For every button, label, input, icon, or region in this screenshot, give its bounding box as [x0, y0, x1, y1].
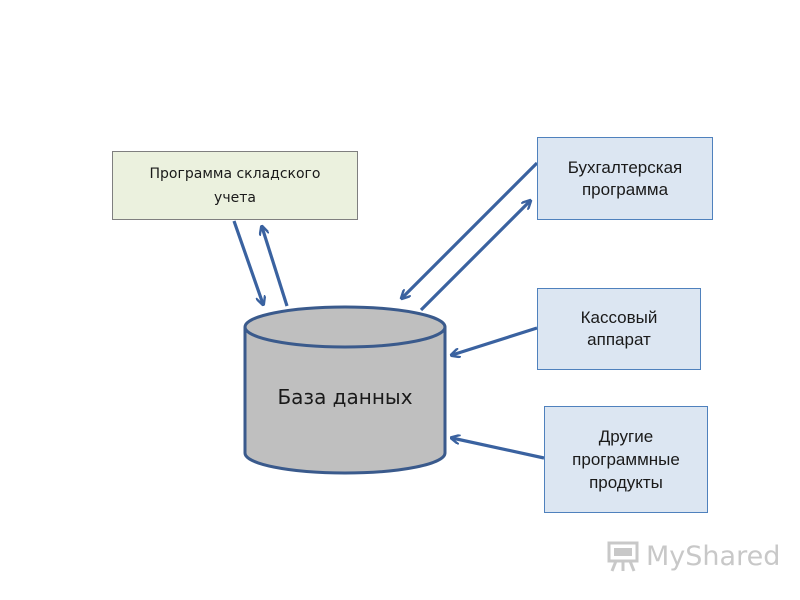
node-warehouse-program: Программа складского учета	[112, 151, 358, 220]
arrow-accounting-to-database	[402, 161, 539, 298]
database-cylinder	[243, 305, 447, 475]
node-accounting-program: Бухгалтерская программа	[537, 137, 713, 220]
node-cashier-label: Кассовый аппарат	[580, 308, 658, 349]
node-other-label: Другие программные продукты	[572, 427, 680, 492]
arrow-database-to-warehouse	[262, 227, 289, 307]
node-accounting-label: Бухгалтерская программа	[567, 157, 683, 199]
watermark: MyShared	[606, 536, 780, 576]
arrow-warehouse-to-database	[232, 220, 263, 304]
arrow-other-to-database	[452, 438, 545, 460]
database-label: База данных	[277, 385, 413, 409]
node-other-software: Другие программные продукты	[544, 406, 708, 513]
node-warehouse-label: Программа складского учета	[149, 165, 321, 206]
node-cash-register: Кассовый аппарат	[537, 288, 701, 370]
arrow-cashier-to-database	[452, 326, 538, 355]
arrow-database-to-accounting	[419, 201, 530, 312]
watermark-text: MyShared	[646, 540, 781, 572]
presentation-board-icon	[607, 541, 639, 572]
